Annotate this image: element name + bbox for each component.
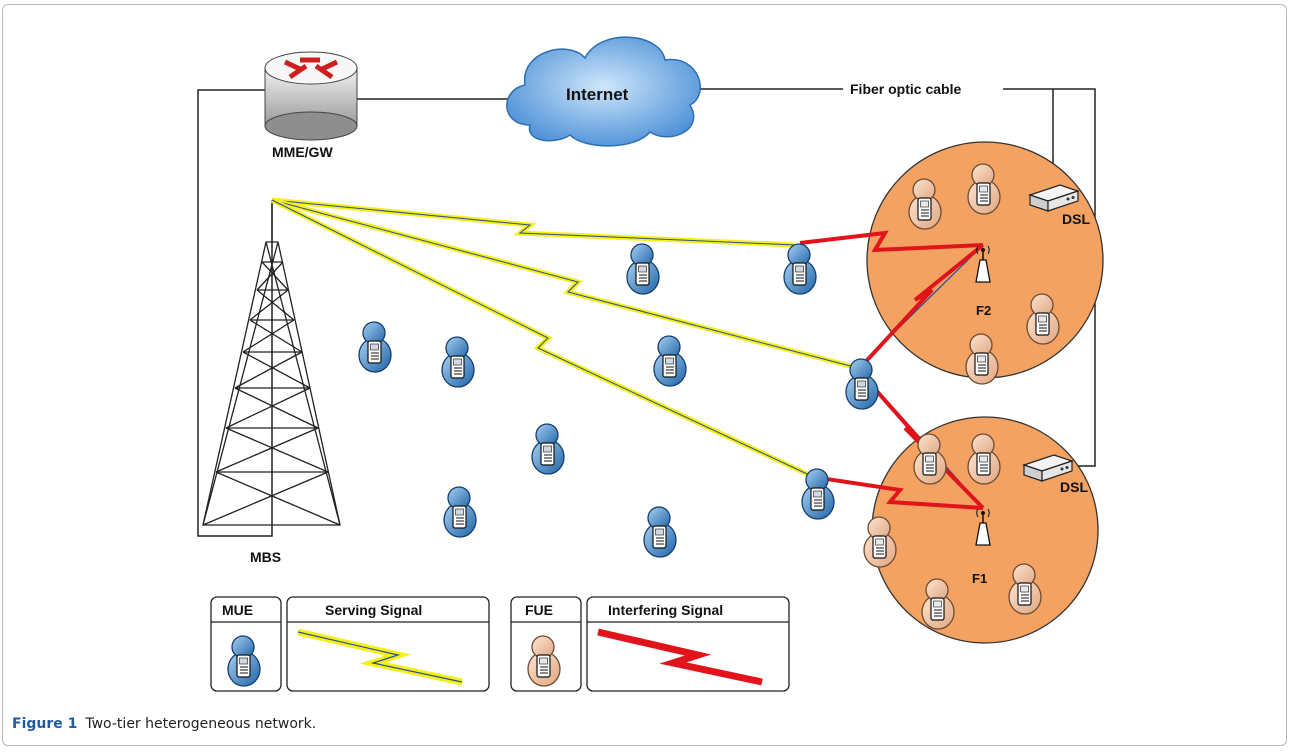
legend-interfering-label: Interfering Signal (608, 602, 723, 618)
f1-label: F1 (972, 571, 987, 586)
dsl-top-label: DSL (1062, 211, 1090, 227)
figure-caption: Figure 1 Two-tier heterogeneous network. (12, 716, 316, 732)
macro-base-station-tower (202, 200, 341, 526)
dsl-bottom-label: DSL (1060, 479, 1088, 495)
caption-figure-number: Figure 1 (12, 716, 78, 732)
legend-serving-label: Serving Signal (325, 602, 422, 618)
legend-serving-box (286, 596, 490, 692)
internet-cloud-icon (506, 36, 701, 147)
caption-text: Two-tier heterogeneous network. (85, 716, 317, 732)
figure-frame (2, 4, 1287, 746)
interfering-signals (799, 230, 985, 510)
internet-label: Internet (566, 85, 629, 104)
f2-label: F2 (976, 303, 991, 318)
legend-mue-label: MUE (222, 602, 253, 618)
legend-interfering-box (586, 596, 790, 692)
router-icon (264, 51, 358, 141)
mme-label: MME/GW (272, 144, 333, 160)
mbs-label: MBS (250, 549, 281, 565)
fiber-label: Fiber optic cable (850, 81, 961, 97)
mue-users (358, 243, 879, 558)
legend-interfering-bolt (597, 628, 763, 686)
legend: MUE Serving Signal FUE Interfering Signa… (210, 596, 790, 692)
legend-fue-label: FUE (525, 602, 553, 618)
